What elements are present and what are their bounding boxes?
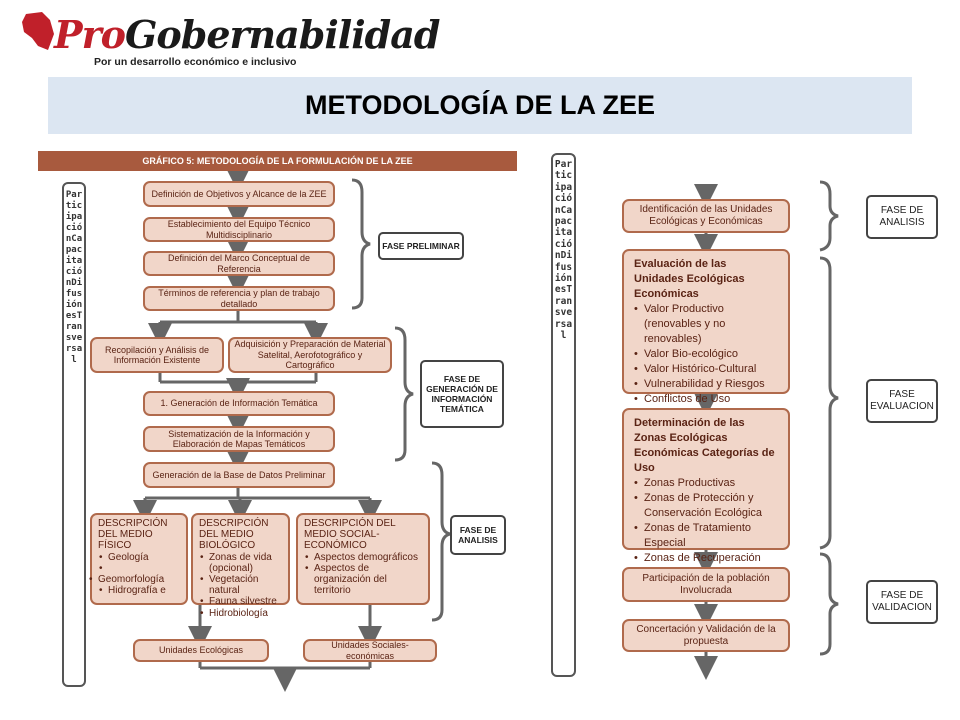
step-recopilacion: Recopilación y Análisis de Información E… [90, 337, 224, 373]
list-item: Conflictos de Uso [634, 392, 778, 407]
list-item: Aspectos de organización del territorio [305, 563, 422, 597]
figure-header: GRÁFICO 5: METODOLOGÍA DE LA FORMULACIÓN… [38, 151, 517, 171]
logo-brand: ProGobernabilidad [54, 12, 440, 57]
list-item: Vegetación natural [200, 574, 282, 596]
phase-generacion: FASE DE GENERACIÓN DE INFORMACIÓN TEMÁTI… [420, 360, 504, 428]
step-generacion-informacion: 1. Generación de Información Temática [143, 391, 335, 416]
list-item: Zonas Productivas [634, 476, 778, 491]
step-equipo-tecnico: Establecimiento del Equipo Técnico Multi… [143, 217, 335, 242]
list-item: Valor Productivo (renovables y no renova… [634, 302, 778, 347]
side-label-right-text: ParticipaciónCapacitaciónDifusiónesTrans… [554, 159, 573, 342]
step-determinacion: Determinación de las Zonas Ecológicas Ec… [622, 408, 790, 566]
list-item: Hidrografía e [99, 585, 180, 596]
step-terminos-referencia: Términos de referencia y plan de trabajo… [143, 286, 335, 311]
step-adquisicion: Adquisición y Preparación de Material Sa… [228, 337, 392, 373]
logo-tagline: Por un desarrollo económico e inclusivo [94, 56, 297, 68]
step-participacion: Participación de la población Involucrad… [622, 567, 790, 602]
phase-analisis-right: FASE DE ANALISIS [866, 195, 938, 239]
phase-analisis-left: FASE DE ANALISIS [450, 515, 506, 555]
desc-medio-fisico-title: DESCRIPCIÓN DEL MEDIO FÍSICO [98, 518, 168, 552]
list-item: Aspectos demográficos [305, 552, 422, 563]
side-label-left-text: ParticipaciónCapacitaciónDifusiónesTrans… [65, 190, 83, 365]
phase-validacion: FASE DE VALIDACION [866, 580, 938, 624]
step-marco-conceptual: Definición del Marco Conceptual de Refer… [143, 251, 335, 276]
figure-header-text: GRÁFICO 5: METODOLOGÍA DE LA FORMULACIÓN… [142, 156, 413, 166]
step-concertacion: Concertación y Validación de la propuest… [622, 619, 790, 652]
phase-evaluacion: FASE EVALUACION [866, 379, 938, 423]
step-sistematizacion: Sistematización de la Información y Elab… [143, 426, 335, 452]
side-label-left: ParticipaciónCapacitaciónDifusiónesTrans… [62, 182, 86, 687]
step-unidades-ecologicas: Unidades Ecológicas [133, 639, 269, 662]
slide-title: METODOLOGÍA DE LA ZEE [304, 90, 655, 120]
list-item: Zonas de vida (opcional) [200, 552, 282, 574]
list-item: Hidrobiología [200, 608, 282, 619]
phase-preliminar: FASE PRELIMINAR [378, 232, 464, 260]
evaluacion-title: Evaluación de las Unidades Ecológicas Ec… [634, 258, 745, 300]
desc-medio-biologico: DESCRIPCIÓN DEL MEDIO BIOLÓGICO Zonas de… [191, 513, 290, 619]
list-item: Geomorfología [89, 574, 180, 585]
list-item: Zonas de Tratamiento Especial [634, 521, 778, 551]
step-objetivos: Definición de Objetivos y Alcance de la … [143, 181, 335, 207]
peru-map-icon [22, 12, 54, 50]
desc-medio-biologico-title: DESCRIPCIÓN DEL MEDIO BIOLÓGICO [199, 518, 269, 552]
step-evaluacion: Evaluación de las Unidades Ecológicas Ec… [622, 249, 790, 407]
logo: ProGobernabilidad Por un desarrollo econ… [20, 8, 440, 72]
step-unidades-sociales: Unidades Sociales-económicas [303, 639, 437, 662]
step-base-datos: Generación de la Base de Datos Prelimina… [143, 462, 335, 488]
list-item: Zonas de Recuperación [634, 551, 778, 566]
list-item: Geología [99, 552, 180, 563]
list-item: Vulnerabilidad y Riesgos [634, 377, 778, 392]
desc-medio-social-title: DESCRIPCIÓN DEL MEDIO SOCIAL-ECONÓMICO [304, 518, 396, 552]
list-item: Valor Bio-ecológico [634, 347, 778, 362]
desc-medio-fisico: DESCRIPCIÓN DEL MEDIO FÍSICO Geología Ge… [89, 513, 188, 605]
side-label-right: ParticipaciónCapacitaciónDifusiónesTrans… [551, 153, 576, 677]
list-item: Zonas de Protección y Conservación Ecoló… [634, 491, 778, 521]
list-item: Fauna silvestre [200, 596, 282, 607]
determinacion-title: Determinación de las Zonas Ecológicas Ec… [634, 417, 775, 474]
list-item: Valor Histórico-Cultural [634, 362, 778, 377]
desc-medio-social: DESCRIPCIÓN DEL MEDIO SOCIAL-ECONÓMICO A… [296, 513, 430, 605]
list-item [99, 563, 180, 574]
title-bar: METODOLOGÍA DE LA ZEE [48, 77, 912, 134]
step-identificacion: Identificación de las Unidades Ecológica… [622, 199, 790, 233]
